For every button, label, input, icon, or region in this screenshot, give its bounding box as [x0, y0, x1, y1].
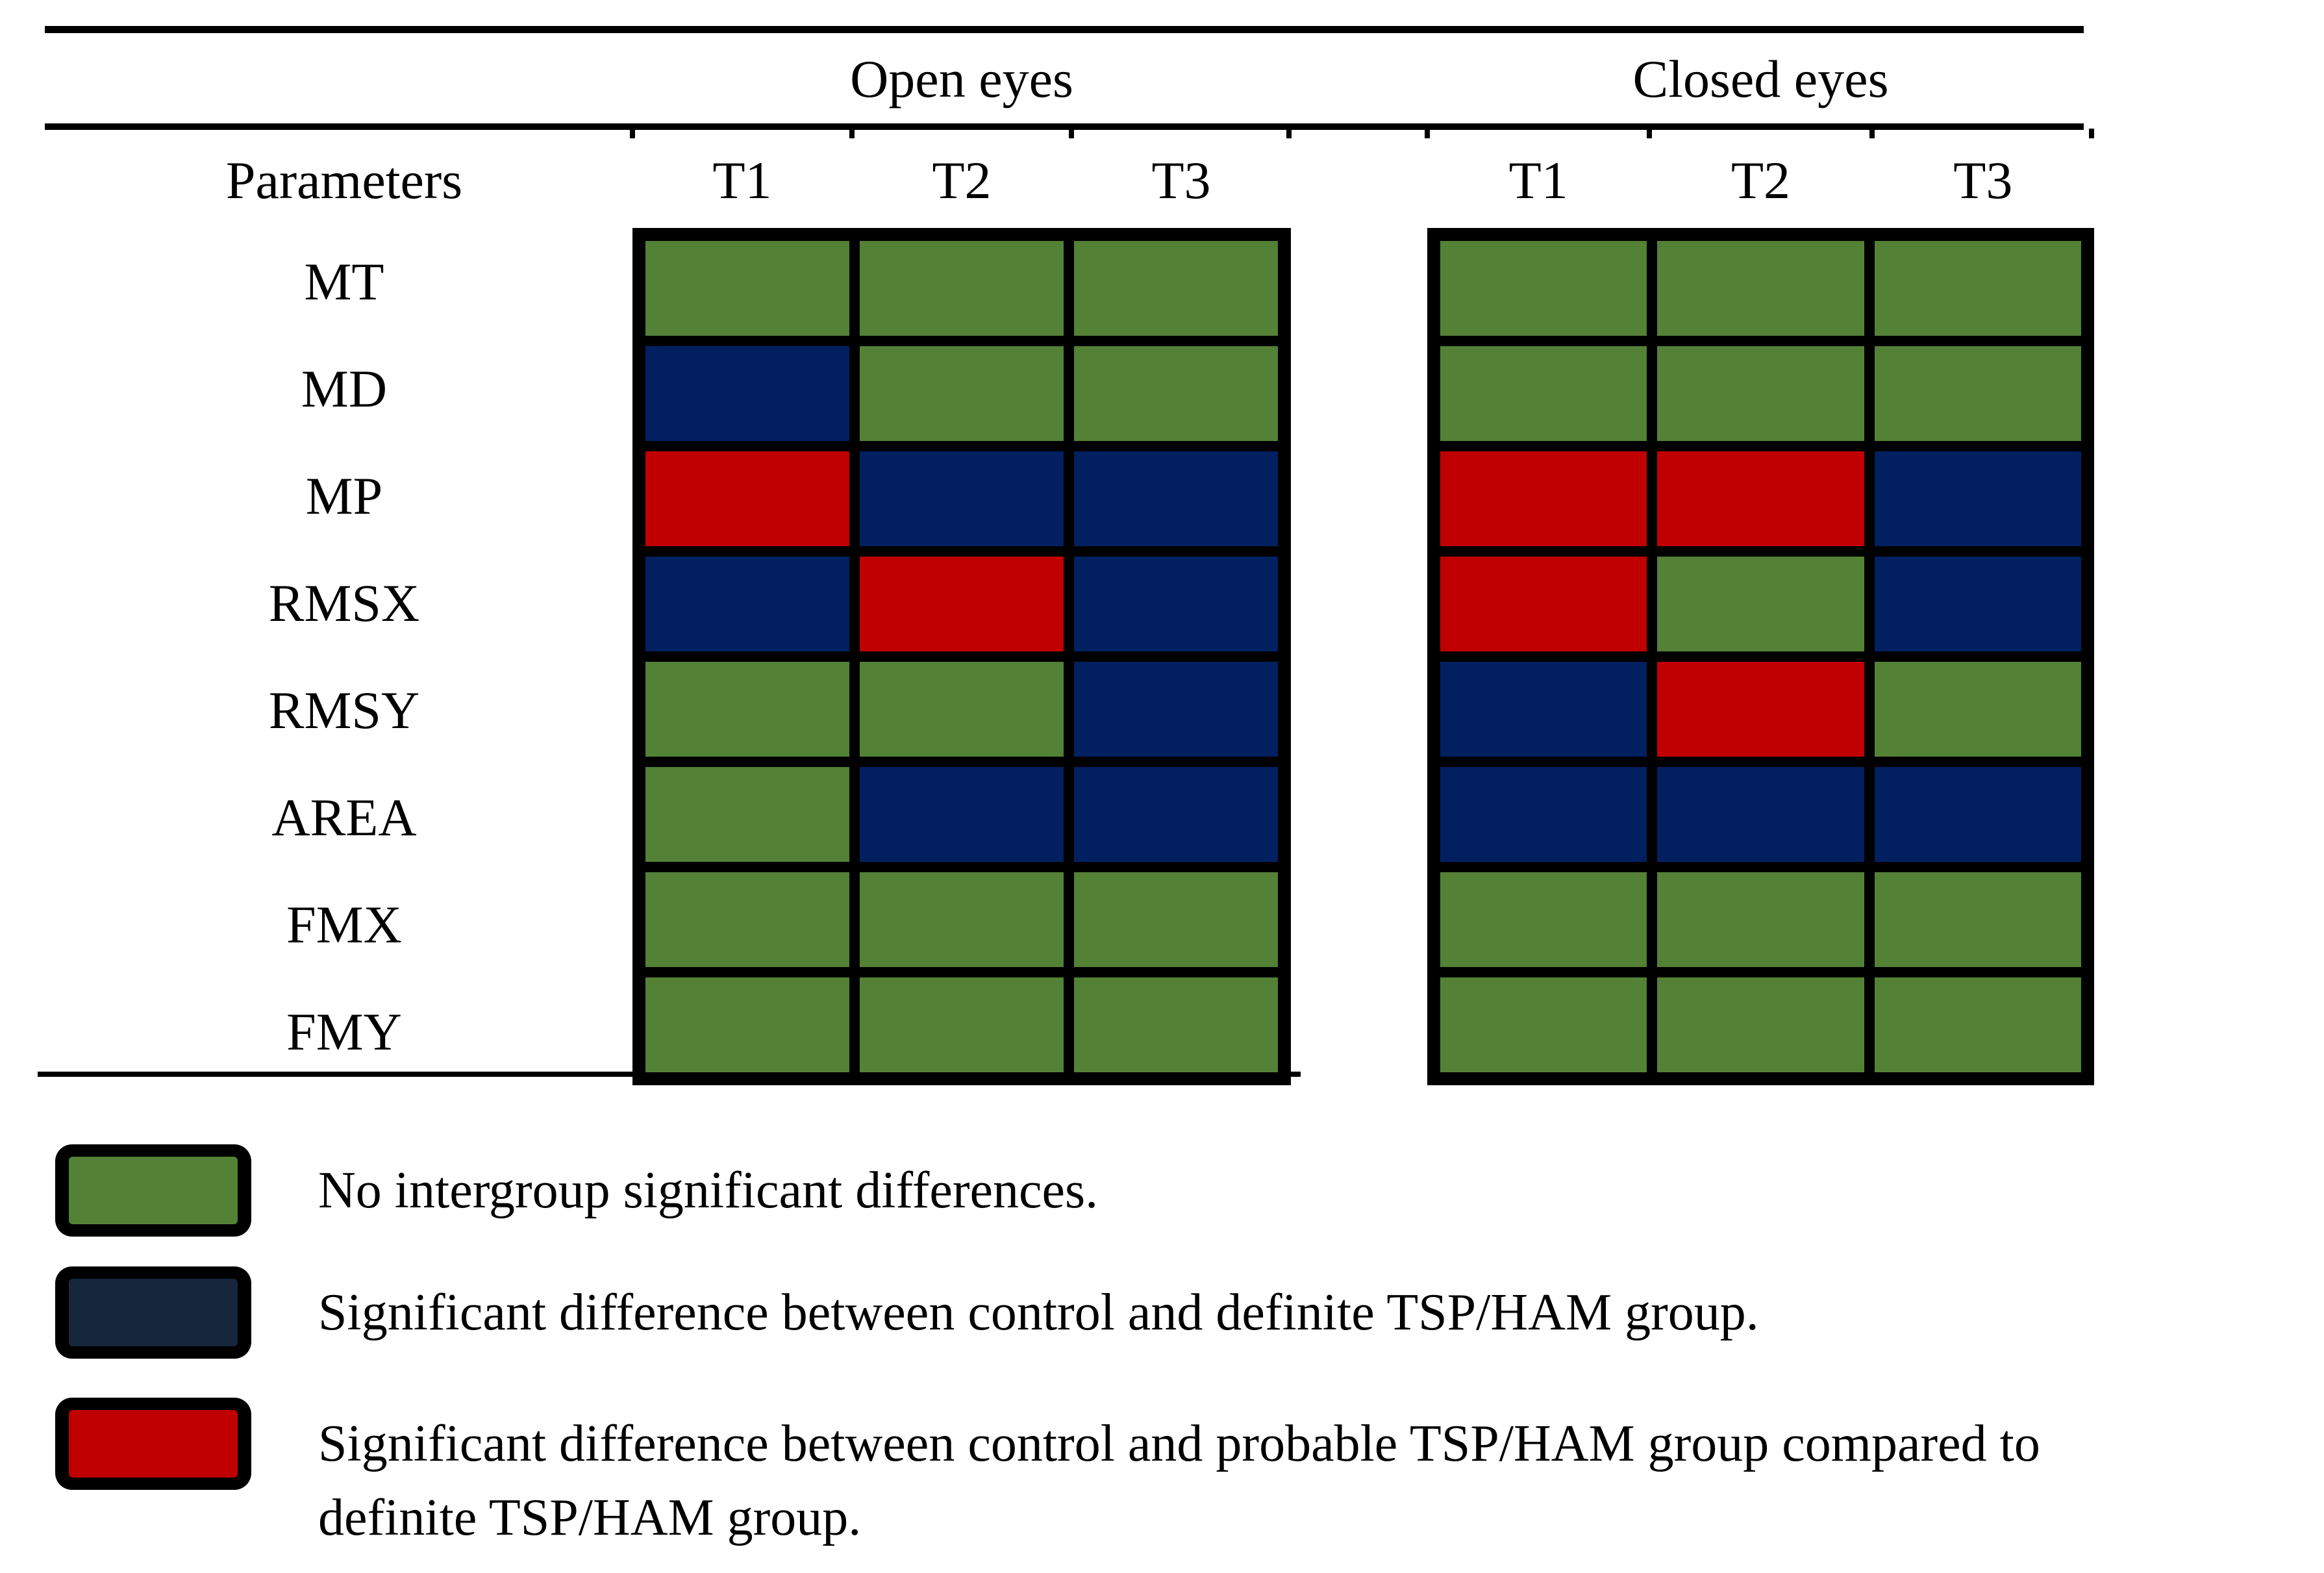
heatmap-cell-MD-T1: [645, 346, 849, 441]
heatmap-cell-FMX-T3: [1874, 872, 2081, 967]
column-tick: [2089, 129, 2094, 138]
top-rule: [45, 26, 2084, 33]
heatmap-cell-RMSX-T2: [860, 557, 1064, 651]
column-tick: [1069, 129, 1074, 138]
row-label-fmx: FMX: [286, 894, 402, 954]
heatmap-cell-FMY-T3: [1074, 977, 1278, 1072]
heatmap-cell-FMX-T2: [860, 872, 1064, 967]
column-tick: [630, 129, 635, 138]
column-header-t2: T2: [1731, 151, 1791, 210]
heatmap-cell-RMSY-T2: [1657, 662, 1864, 757]
heatmap-cell-FMX-T1: [645, 872, 849, 967]
heatmap-cell-MT-T3: [1074, 241, 1278, 336]
heatmap-cell-RMSX-T3: [1874, 557, 2081, 651]
column-tick: [1647, 129, 1652, 138]
heatmap-cell-FMY-T2: [1657, 977, 1864, 1072]
column-header-t1: T1: [1508, 151, 1568, 210]
heatmap-cell-MP-T2: [1657, 451, 1864, 546]
heatmap-cell-AREA-T2: [1657, 767, 1864, 862]
heatmap-cell-RMSX-T1: [645, 557, 849, 651]
parameter-labels: MT MD MP RMSX RMSY AREA FMX FMY: [97, 228, 591, 1085]
column-header-t3: T3: [1953, 151, 2013, 210]
heatmap-cell-RMSY-T1: [1440, 662, 1647, 757]
legend-swatch-navy: [55, 1266, 251, 1359]
column-tick: [849, 129, 855, 138]
heatmap-cell-AREA-T3: [1074, 767, 1278, 862]
heatmap-cell-MP-T1: [645, 451, 849, 546]
row-label-area: AREA: [271, 787, 417, 847]
heatmap-cell-MT-T1: [645, 241, 849, 336]
column-tick: [1869, 129, 1875, 138]
heatmap-cell-FMY-T1: [645, 977, 849, 1072]
heatmap-cell-FMX-T1: [1440, 872, 1647, 967]
row-label-mt: MT: [304, 251, 384, 311]
heatmap-cell-RMSY-T3: [1074, 662, 1278, 757]
heatmap-cell-MD-T2: [1657, 346, 1864, 441]
heatmap-cell-RMSY-T1: [645, 662, 849, 757]
heatmap-cell-MP-T2: [860, 451, 1064, 546]
heatmap-cell-AREA-T2: [860, 767, 1064, 862]
legend-swatch-red: [55, 1398, 251, 1490]
column-tick: [1286, 129, 1292, 138]
row-label-md: MD: [301, 359, 388, 418]
heatmap-cell-MD-T2: [860, 346, 1064, 441]
column-header-t3: T3: [1151, 151, 1211, 210]
row-label-mp: MP: [305, 466, 383, 525]
group-header-closed-eyes: Closed eyes: [1632, 49, 1889, 108]
heatmap-cell-RMSY-T2: [860, 662, 1064, 757]
heatmap-cell-AREA-T3: [1874, 767, 2081, 862]
legend-swatch-navy-fill: [69, 1279, 238, 1346]
parameters-header: Parameters: [225, 151, 463, 210]
heatmap-cell-MP-T3: [1074, 451, 1278, 546]
heatmap-cell-MD-T3: [1874, 346, 2081, 441]
row-label-fmy: FMY: [286, 1001, 402, 1061]
open-eyes-grid: [632, 228, 1291, 1085]
open-eyes-time-headers: T1 T2 T3: [632, 144, 1291, 217]
heatmap-cell-FMY-T1: [1440, 977, 1647, 1072]
heatmap-cell-RMSY-T3: [1874, 662, 2081, 757]
heatmap-cell-MT-T1: [1440, 241, 1647, 336]
column-header-t1: T1: [712, 151, 772, 210]
heatmap-cell-FMY-T3: [1874, 977, 2081, 1072]
heatmap-cell-AREA-T1: [1440, 767, 1647, 862]
group-header-open-eyes: Open eyes: [850, 49, 1073, 108]
heatmap-cell-MT-T3: [1874, 241, 2081, 336]
heatmap-cell-RMSX-T1: [1440, 557, 1647, 651]
heatmap-cell-FMX-T3: [1074, 872, 1278, 967]
row-label-rmsx: RMSX: [268, 573, 420, 633]
heatmap-cell-MD-T1: [1440, 346, 1647, 441]
column-tick: [1425, 129, 1430, 138]
heatmap-cell-FMX-T2: [1657, 872, 1864, 967]
heatmap-cell-RMSX-T3: [1074, 557, 1278, 651]
heatmap-cell-MD-T3: [1074, 346, 1278, 441]
row-label-rmsy: RMSY: [268, 680, 420, 740]
heatmap-cell-MT-T2: [860, 241, 1064, 336]
heatmap-cell-AREA-T1: [645, 767, 849, 862]
legend-label-green: No intergroup significant differences.: [318, 1162, 1099, 1219]
column-header-t2: T2: [932, 151, 992, 210]
legend-label-red: Significant difference between control a…: [318, 1415, 2040, 1546]
heatmap-cell-FMY-T2: [860, 977, 1064, 1072]
closed-eyes-time-headers: T1 T2 T3: [1427, 144, 2094, 217]
closed-eyes-grid: [1427, 228, 2094, 1085]
header-rule: [45, 123, 2084, 130]
legend-label-navy: Significant difference between control a…: [318, 1284, 1759, 1341]
heatmap-cell-MP-T1: [1440, 451, 1647, 546]
heatmap-cell-MT-T2: [1657, 241, 1864, 336]
heatmap-cell-MP-T3: [1874, 451, 2081, 546]
heatmap-cell-RMSX-T2: [1657, 557, 1864, 651]
legend-swatch-green-fill: [69, 1157, 238, 1224]
legend-swatch-green: [55, 1144, 251, 1237]
legend-swatch-red-fill: [69, 1410, 238, 1478]
